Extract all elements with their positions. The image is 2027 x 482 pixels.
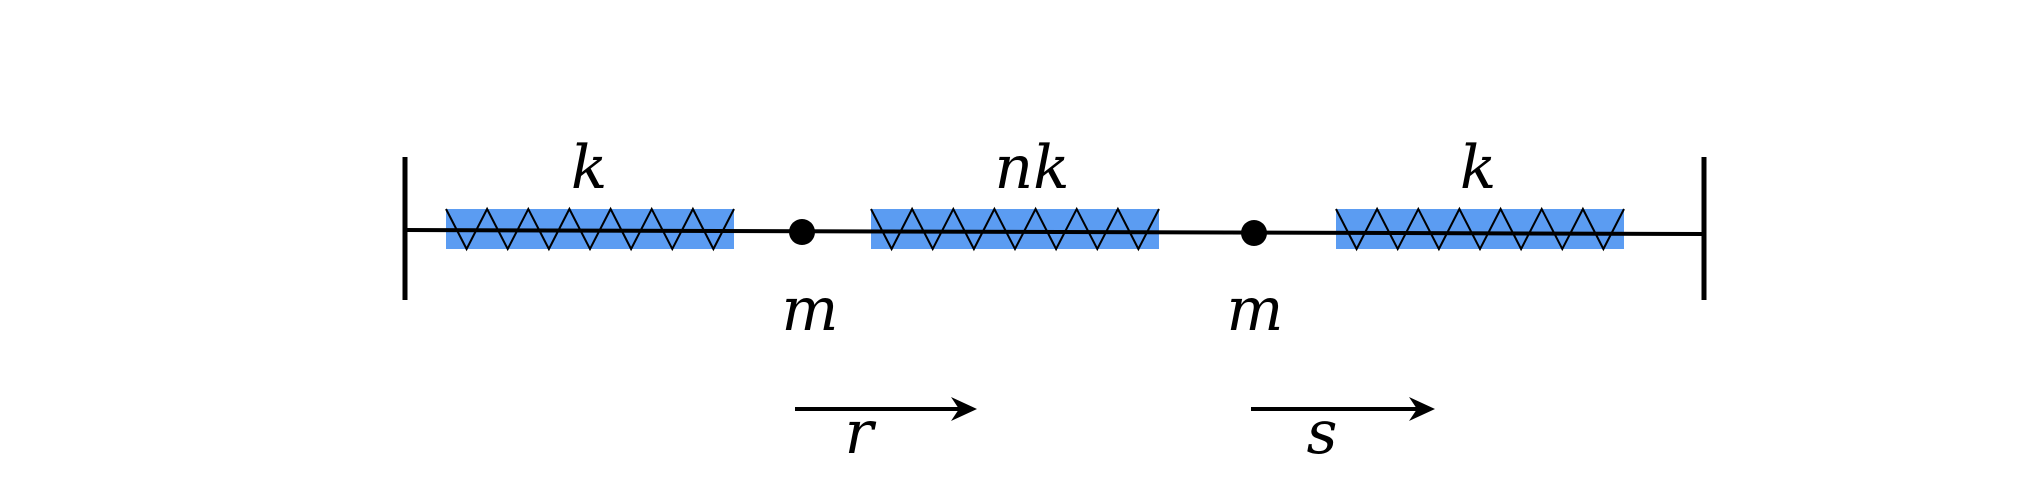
mass-left [789,219,815,245]
spring-left-label: k [571,133,607,203]
arrow-s-head [1409,397,1435,421]
spring-right-label: k [1460,133,1496,203]
spring-right-background [1336,209,1624,249]
displacement-arrow-r [795,397,977,421]
displacement-r-label: r [845,398,877,468]
displacement-arrow-s [1251,397,1435,421]
spring-middle-zigzag [870,206,1160,252]
displacement-s-label: s [1307,398,1338,468]
mass-left-label: m [782,275,839,345]
mass-right [1241,220,1267,246]
mass-right-label: m [1227,275,1284,345]
arrow-r-head [951,397,977,421]
spring-middle-background [871,209,1159,249]
spring-right-zigzag [1335,206,1625,252]
spring-left-zigzag [445,206,735,252]
spring-middle-label: nk [995,133,1070,203]
